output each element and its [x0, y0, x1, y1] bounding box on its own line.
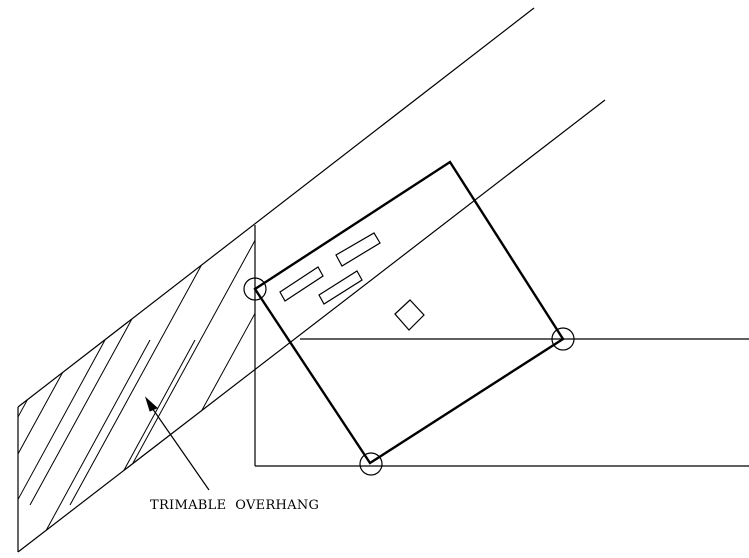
leader-arrowhead	[144, 396, 158, 412]
strip-upper-edge	[17, 7, 535, 408]
leader-line	[149, 404, 210, 491]
contact-circle	[551, 327, 575, 351]
base-frame	[255, 338, 749, 467]
trimable-overhang-label: TRIMABLE OVERHANG	[150, 498, 319, 513]
inclined-strip	[17, 7, 606, 553]
contact-circle	[359, 452, 383, 476]
component-slot	[318, 270, 363, 305]
trimable-overhang-hatch	[18, 224, 255, 552]
strip-lower-edge	[17, 99, 606, 553]
contact-circle	[243, 277, 267, 301]
component-slot	[279, 266, 324, 302]
rotated-panel	[253, 160, 565, 465]
component-slot	[335, 232, 381, 267]
overhang-leader	[144, 396, 210, 491]
panel-components	[279, 232, 425, 331]
contact-points	[243, 277, 575, 476]
component-square	[394, 299, 425, 331]
